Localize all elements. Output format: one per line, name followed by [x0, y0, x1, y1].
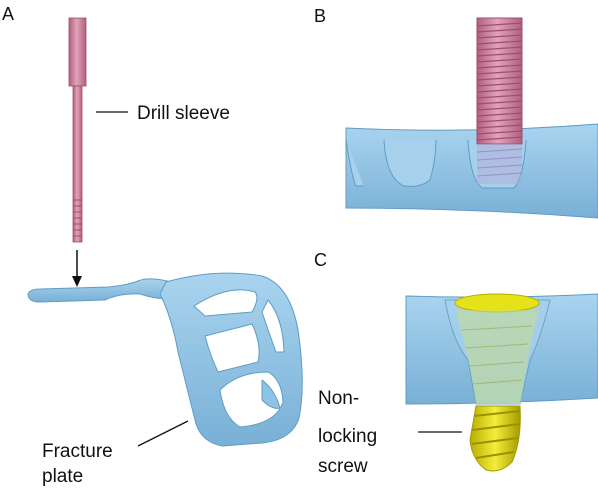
- screw-label-line1: Non-: [318, 388, 359, 409]
- fracture-plate-label-line2: plate: [42, 466, 83, 487]
- drill-sleeve-model: [68, 17, 87, 243]
- panel-b-letter: B: [314, 6, 326, 26]
- panel-a-letter: A: [2, 4, 14, 24]
- panel-a: A Drill sleeve: [2, 4, 303, 487]
- screw-head: [454, 293, 540, 313]
- drill-sleeve-thread-b: [476, 17, 523, 184]
- screw-ghost-threads: [461, 325, 533, 385]
- screw-label-line3: screw: [318, 456, 368, 477]
- panel-b: B: [314, 6, 598, 219]
- down-arrow-icon: [72, 250, 82, 287]
- screw-tip: [469, 405, 521, 472]
- panel-c: C Non- locking screw: [314, 250, 598, 477]
- screw-label-line2: locking: [318, 426, 377, 447]
- panel-c-letter: C: [314, 250, 327, 270]
- fracture-plate-label-line1: Fracture: [42, 441, 113, 462]
- fracture-plate-model: [27, 272, 303, 447]
- fracture-plate-leader: [137, 420, 189, 447]
- drill-sleeve-label: Drill sleeve: [137, 103, 230, 124]
